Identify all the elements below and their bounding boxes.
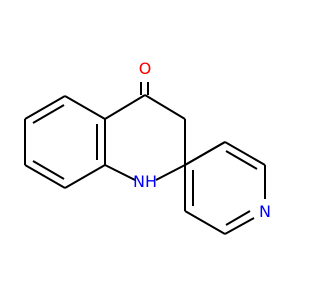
bonds [24, 82, 266, 235]
bond-pyridine-1-inner [225, 150, 258, 170]
bond-pyridine-6 [184, 141, 226, 166]
oxygen-label: O [139, 59, 152, 78]
molecule-structure: O NH N [24, 59, 271, 235]
amine-label: NH [133, 172, 157, 191]
pyridine-nitrogen-label: N [259, 202, 271, 221]
bond-pyridine-1 [224, 141, 266, 166]
bond-benzene-6 [64, 95, 106, 120]
bond-benzene-2 [64, 164, 106, 189]
atom-labels: O NH N [133, 59, 271, 221]
bond-benzene-5 [24, 95, 66, 120]
bond-n1-c8a [104, 164, 136, 181]
bond-c2-n1 [155, 164, 186, 181]
bond-benzene-3 [24, 164, 66, 189]
bond-benzene-5-inner [32, 104, 65, 124]
bond-c4-c3 [144, 94, 186, 120]
bond-pyridine-4 [184, 210, 226, 235]
bond-benzene-3-inner [32, 160, 65, 180]
bond-pyridine-3 [224, 217, 255, 235]
bond-pyridine-3-inner [225, 210, 251, 226]
bond-c4-c4a [104, 94, 146, 120]
